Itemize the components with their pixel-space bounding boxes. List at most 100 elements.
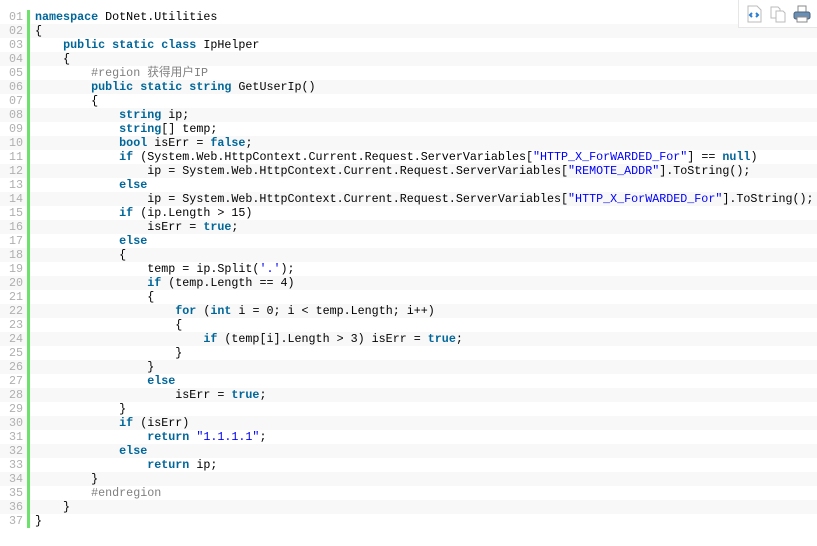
code-line: 21 { [0, 290, 817, 304]
line-code: } [30, 360, 154, 374]
line-code: else [30, 444, 147, 458]
line-code: if (isErr) [30, 416, 189, 430]
line-number: 19 [8, 262, 23, 276]
code-line: 19 temp = ip.Split('.'); [0, 262, 817, 276]
code-text: { [35, 318, 183, 332]
gutter-bar [27, 164, 30, 178]
gutter-bar [27, 206, 30, 220]
line-code: isErr = true; [30, 220, 238, 234]
line-number: 24 [8, 332, 23, 346]
code-text [35, 150, 119, 164]
line-code: } [30, 472, 98, 486]
code-text: } [35, 402, 127, 416]
code-text: { [35, 52, 71, 66]
line-code: } [30, 346, 182, 360]
code-line: 33 return ip; [0, 458, 817, 472]
line-number: 15 [8, 206, 23, 220]
gutter-bar [27, 262, 30, 276]
code-text: } [35, 360, 155, 374]
line-code: isErr = true; [30, 388, 266, 402]
code-text: { [35, 290, 155, 304]
line-number: 13 [8, 178, 23, 192]
line-number: 14 [8, 192, 23, 206]
code-text [35, 430, 147, 444]
code-text [35, 416, 119, 430]
line-number: 35 [8, 486, 23, 500]
gutter-bar [27, 66, 30, 80]
code-text: ip = System.Web.HttpContext.Current.Requ… [35, 192, 569, 206]
line-code: #endregion [30, 486, 161, 500]
code-line: 20 if (temp.Length == 4) [0, 276, 817, 290]
code-text: isErr = [35, 220, 204, 234]
line-number: 26 [8, 360, 23, 374]
code-line: 35 #endregion [0, 486, 817, 500]
line-code: namespace DotNet.Utilities [30, 10, 217, 24]
code-text: ip; [189, 458, 218, 472]
code-text [35, 304, 175, 318]
line-code: { [30, 24, 42, 38]
line-code: return ip; [30, 458, 217, 472]
gutter-bar [27, 10, 30, 24]
gutter-bar [27, 38, 30, 52]
gutter-bar [27, 402, 30, 416]
line-number: 18 [8, 248, 23, 262]
line-code: if (System.Web.HttpContext.Current.Reque… [30, 150, 757, 164]
code-toolbar [738, 0, 817, 28]
line-number: 34 [8, 472, 23, 486]
line-number: 10 [8, 136, 23, 150]
print-icon[interactable] [793, 5, 811, 23]
gutter-bar [27, 374, 30, 388]
view-source-icon[interactable] [745, 5, 763, 23]
line-number: 05 [8, 66, 23, 80]
line-number: 32 [8, 444, 23, 458]
code-line: 24 if (temp[i].Length > 3) isErr = true; [0, 332, 817, 346]
line-code: if (temp.Length == 4) [30, 276, 294, 290]
code-text [35, 276, 147, 290]
line-number: 21 [8, 290, 23, 304]
line-code: for (int i = 0; i < temp.Length; i++) [30, 304, 435, 318]
code-text [35, 234, 119, 248]
keyword: else [147, 374, 176, 388]
code-text [35, 136, 119, 150]
line-number: 04 [8, 52, 23, 66]
gutter-bar [27, 108, 30, 122]
line-number: 03 [8, 38, 23, 52]
code-text: (ip.Length > 15) [133, 206, 253, 220]
gutter-bar [27, 332, 30, 346]
line-number: 37 [8, 514, 23, 528]
code-line: 27 else [0, 374, 817, 388]
line-code: bool isErr = false; [30, 136, 252, 150]
code-line: 34 } [0, 472, 817, 486]
code-text: { [35, 24, 43, 38]
code-text: ; [245, 136, 253, 150]
line-number: 09 [8, 122, 23, 136]
line-number: 08 [8, 108, 23, 122]
copy-icon[interactable] [769, 5, 787, 23]
line-code: if (ip.Length > 15) [30, 206, 252, 220]
line-number: 30 [8, 416, 23, 430]
string-literal: "HTTP_X_ForWARDED_For" [568, 192, 723, 206]
keyword: string [119, 108, 162, 122]
code-line: 13 else [0, 178, 817, 192]
code-text [35, 38, 63, 52]
line-code: { [30, 248, 126, 262]
keyword: if [203, 332, 218, 346]
gutter-bar [27, 304, 30, 318]
keyword: return [147, 458, 190, 472]
gutter-bar [27, 276, 30, 290]
code-text: isErr = [35, 388, 232, 402]
code-text: ip; [161, 108, 190, 122]
code-line: 12 ip = System.Web.HttpContext.Current.R… [0, 164, 817, 178]
gutter-bar [27, 318, 30, 332]
keyword: public static string [91, 80, 232, 94]
keyword: for [175, 304, 197, 318]
code-line: 25 } [0, 346, 817, 360]
line-number: 25 [8, 346, 23, 360]
line-number: 23 [8, 318, 23, 332]
line-number: 31 [8, 430, 23, 444]
code-line: 28 isErr = true; [0, 388, 817, 402]
code-text: } [35, 514, 43, 528]
line-code: return "1.1.1.1"; [30, 430, 266, 444]
code-text: ; [231, 220, 239, 234]
code-line: 14 ip = System.Web.HttpContext.Current.R… [0, 192, 817, 206]
